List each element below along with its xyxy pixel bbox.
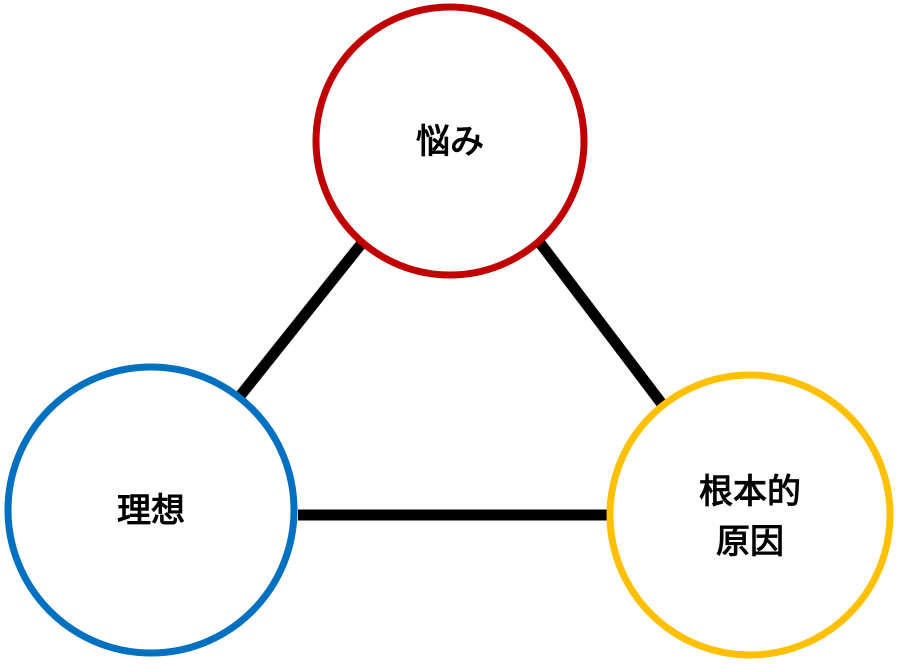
node-left-circle (4, 363, 298, 657)
node-right-label-line-2: 原因 (716, 522, 784, 562)
connector-top-right (535, 239, 667, 408)
node-top-label: 悩み (416, 122, 484, 162)
node-left-label: 理想 (117, 491, 185, 531)
node-right-circle (606, 371, 894, 659)
node-right-label-line-1: 根本的 (699, 472, 801, 512)
node-left: 理想 (4, 363, 298, 657)
node-top: 悩み (312, 3, 588, 279)
node-top-circle (312, 3, 588, 279)
connector-top-left (235, 239, 367, 400)
node-right: 根本的 原因 (606, 371, 894, 659)
